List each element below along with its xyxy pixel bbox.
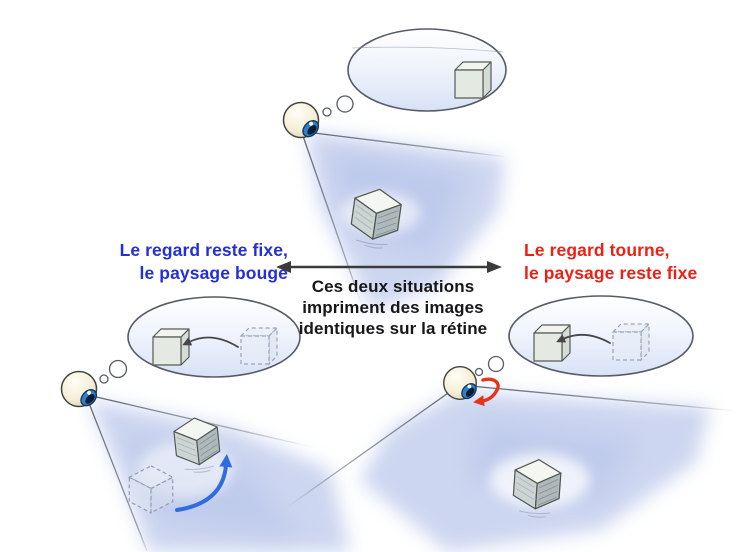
thought-trail-icon	[336, 95, 354, 113]
thought-bubble-bottom-right	[474, 295, 694, 377]
left-caption-line2: le paysage bouge	[139, 263, 288, 283]
left-caption-line1: Le regard reste fixe,	[119, 240, 288, 260]
center-caption-line3: identiques sur la rétine	[298, 319, 488, 338]
right-caption: Le regard tourne, le paysage reste fixe	[524, 239, 697, 285]
thought-trail-icon	[99, 374, 109, 384]
vision-cone-top	[302, 131, 508, 304]
perceived-ghost-cube-icon	[612, 323, 650, 361]
equivalence-arrow-icon	[276, 261, 502, 273]
center-caption-line1: Ces deux situations	[311, 277, 475, 296]
thought-trail-icon	[108, 359, 128, 379]
right-caption-line2: le paysage reste fixe	[524, 263, 698, 283]
vision-cone-bottom-right	[285, 385, 738, 509]
left-caption: Le regard reste fixe, le paysage bouge	[120, 239, 288, 285]
eye-rotation-arrow-icon	[473, 377, 500, 407]
thought-bubble-bottom-left	[99, 296, 301, 384]
bubble-motion-arrow-icon	[556, 333, 611, 344]
center-caption: Ces deux situations impriment des images…	[281, 276, 505, 339]
right-caption-line1: Le regard tourne,	[524, 240, 670, 260]
perceived-ghost-cube-icon	[240, 327, 278, 365]
thought-trail-icon	[487, 355, 505, 373]
perceived-cube-icon	[152, 328, 190, 366]
landscape-motion-arrow-icon	[175, 454, 233, 512]
perceived-cube-icon	[533, 324, 571, 362]
bubble-motion-arrow-icon	[182, 336, 239, 348]
thought-trail-icon	[474, 367, 484, 377]
thought-trail-icon	[322, 107, 332, 117]
perceived-cube-icon	[454, 61, 492, 99]
thought-bubble-top	[322, 28, 507, 117]
watercolor-wash-bottom-left	[88, 400, 350, 552]
center-caption-line2: impriment des images	[302, 298, 484, 317]
